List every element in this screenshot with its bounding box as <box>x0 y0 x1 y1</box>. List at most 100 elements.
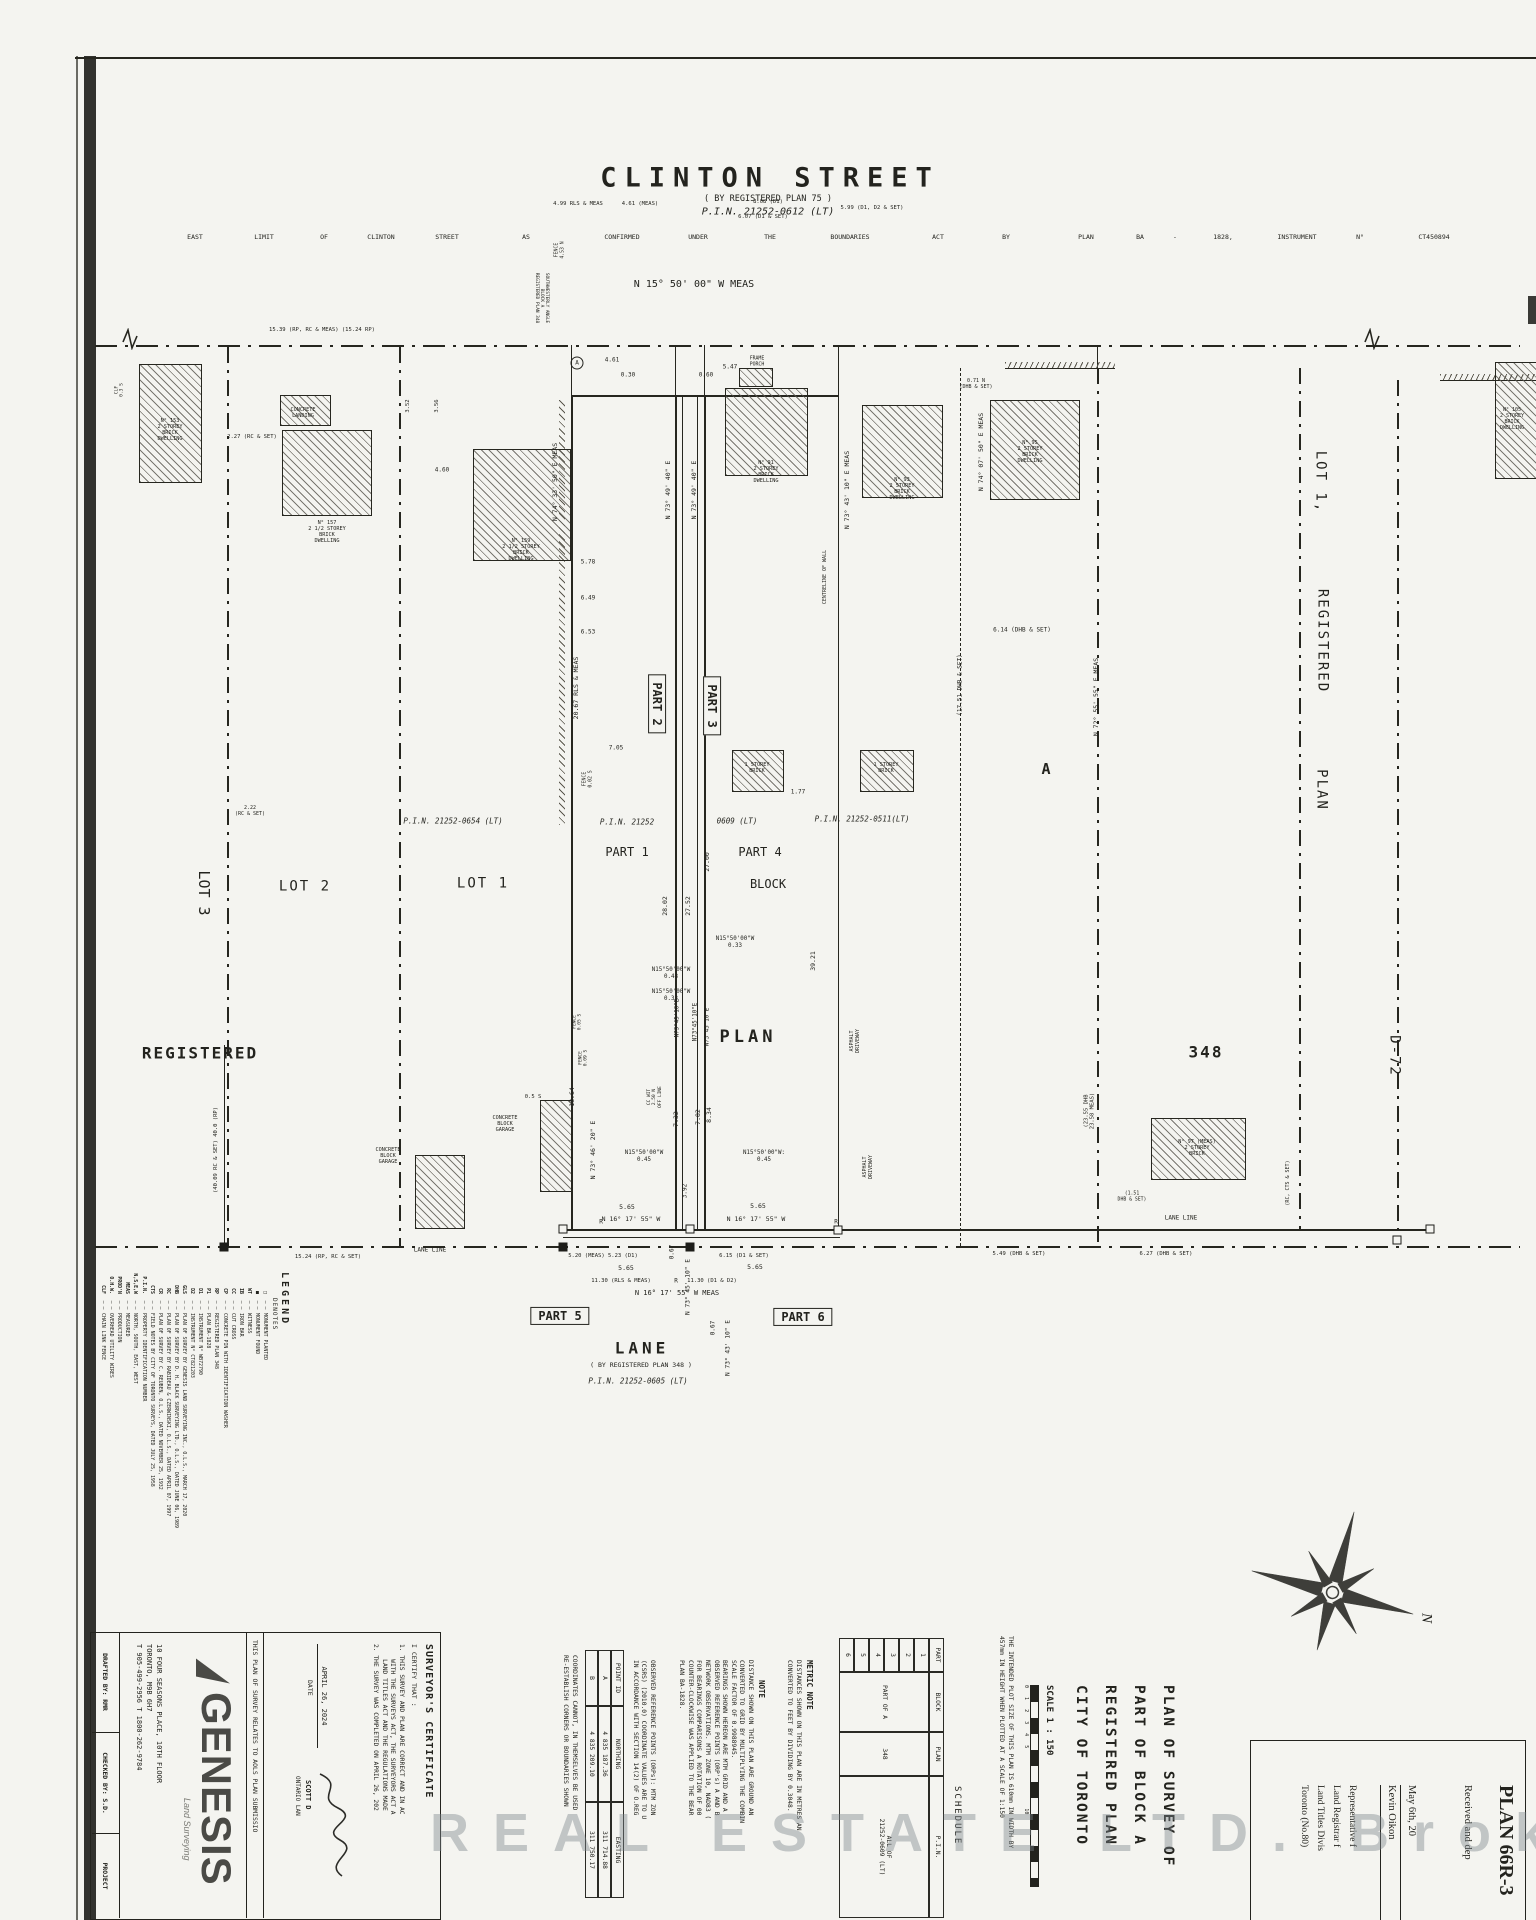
legend-item: CC— —CUT CROSS <box>229 1268 237 1616</box>
map-label: 5.65 <box>619 1203 635 1212</box>
legend-item: P1— —PLAN BA-1828 <box>204 1268 212 1616</box>
legend-dash: — — <box>164 1300 171 1310</box>
building <box>540 1100 572 1192</box>
map-line <box>682 395 683 1229</box>
legend-description: CHAIN LINK FENCE <box>100 1313 107 1361</box>
map-label: P.I.N. 21252-0511(LT) <box>814 814 910 824</box>
map-line <box>571 395 573 1229</box>
boundary-hatch <box>1005 362 1115 368</box>
map-label: LANE LINE <box>413 1246 447 1254</box>
map-label: A <box>570 356 584 370</box>
map-label: 28.02 <box>661 896 670 916</box>
map-label: N15°50'00"W 0.45 <box>624 1150 664 1163</box>
legend-item: □— —MONUMENT PLANTED <box>261 1268 269 1616</box>
map-label: N° 157 2 1/2 STOREY BRICK DWELLING <box>308 519 346 545</box>
legend-description: PLAN OF SURVEY BY D. H. BLACK SURVEYING … <box>172 1313 179 1528</box>
map-label: N° 97 (MEAS) 2 STOREY BRICK <box>1178 1138 1216 1158</box>
map-label: 6.27 (DHB & SET) <box>1139 1250 1193 1257</box>
map-label: (1.51 DHB & SET) <box>1117 1191 1147 1202</box>
map-label: 1.77 <box>790 788 806 796</box>
map-label: 5.65 <box>618 1264 634 1273</box>
legend-symbol: DHB <box>172 1285 179 1294</box>
map-line <box>563 1237 840 1238</box>
schedule-plan-cell: 348 <box>839 1732 929 1776</box>
map-label: 0.60 <box>698 371 714 379</box>
map-label: 4.61 <box>604 356 620 364</box>
legend-symbol: PROD'N <box>116 1276 123 1294</box>
limit-row-word: CT450894 <box>1418 233 1450 241</box>
legend-item: IB— —IRON BAR <box>237 1268 245 1616</box>
map-label: N 16° 17' 55" W MEAS <box>634 1288 720 1297</box>
building <box>860 750 914 792</box>
legend-symbol: RC <box>164 1288 171 1294</box>
legend-dash: — — <box>148 1300 155 1310</box>
map-line <box>95 1246 1520 1248</box>
building <box>1151 1118 1246 1180</box>
limit-row-word: CLINTON <box>367 233 395 241</box>
map-label: 1 STOREY BRICK <box>873 761 899 774</box>
map-label: ASPHALT DRIVEWAY <box>849 1028 861 1054</box>
map-label: 3.92 <box>681 1183 689 1199</box>
legend-dash: — — <box>221 1300 228 1310</box>
building <box>862 405 943 498</box>
limit-row-word: N° <box>1356 233 1364 241</box>
limit-row-word: 1828, <box>1213 233 1233 241</box>
map-label: N 73° 46' 20" E <box>589 1120 598 1180</box>
limit-row-word: BOUNDARIES <box>830 233 870 241</box>
map-label: PART 3 <box>702 676 722 736</box>
legend-description: PLAN OF SURVEY BY GENESIS LAND SURVEYING… <box>181 1313 188 1517</box>
schedule-part-cell: 6 <box>839 1638 854 1672</box>
map-label: N° 105 2 STOREY BRICK DWELLING <box>1499 407 1525 431</box>
certificate-signer: SCOTT D <box>304 1780 312 1810</box>
map-label: N 73° 45' 10" E <box>684 1259 692 1315</box>
map-label: (40.09 RC & SET) 40.0 (RP) <box>212 1106 219 1194</box>
map-label: 348 <box>1188 1042 1224 1062</box>
schedule-block-cell: PART OF A <box>839 1672 929 1732</box>
map-label: FENCE 0.09 S <box>578 1049 589 1067</box>
certificate-items: 1. THIS SURVEY AND PLAN ARE CORRECT AND … <box>372 1644 405 1815</box>
orp-header-cell: POINT ID <box>611 1650 624 1706</box>
map-label: N15°50'00"W 0.33 <box>651 989 691 1002</box>
certificate-title: SURVEYOR'S CERTIFICATE <box>423 1644 434 1799</box>
map-label: 39.21 <box>809 951 818 971</box>
map-label: N73°45'10"E <box>704 1007 711 1047</box>
map-label: 6.15 (D1 & SET) <box>719 1252 769 1259</box>
building <box>990 400 1080 500</box>
map-label: PART 2 <box>647 674 667 734</box>
map-label: 0.5 S <box>524 1093 542 1100</box>
map-label: 5.99 (D1, D2 & SET) <box>840 204 904 211</box>
street-bearing-label: N 15° 50' 00" W MEAS <box>633 279 755 291</box>
legend-description: PRODUCTION <box>116 1313 123 1343</box>
map-label: 6.49 <box>580 594 596 602</box>
map-label: P.I.N. 21252-0605 (LT) <box>588 1376 688 1386</box>
legend-item: WT— —WITNESS <box>245 1268 253 1616</box>
legend-description: MEASURED <box>124 1313 131 1337</box>
building <box>739 368 773 387</box>
legend-item: MEAS— —MEASURED <box>123 1268 131 1616</box>
map-label: N 74° 33' 50" E MEAS <box>551 442 560 522</box>
map-label: BLOCK <box>749 876 787 891</box>
orp-cell: 4 835 187.36 <box>598 1706 611 1802</box>
legend-description: CUT CROSS <box>229 1313 236 1340</box>
map-line <box>675 345 676 395</box>
map-label: 2.22 (RC & SET) <box>234 805 266 817</box>
legend-symbol: P.I.N. <box>140 1276 147 1294</box>
legend-description: CONCRETE PIN WITH IDENTIFICATION WASHER <box>221 1313 228 1428</box>
legend-item: D1— —INSTRUMENT N° WB72790 <box>196 1268 204 1616</box>
map-label: PART 5 <box>530 1306 590 1326</box>
legend-symbol: RP <box>213 1288 220 1294</box>
boundary-hatch <box>1440 374 1536 380</box>
schedule-header-cell: BLOCK <box>929 1672 944 1732</box>
map-label: LOT 1, <box>1312 450 1329 514</box>
street-subtitle: ( BY REGISTERED PLAN 75 ) <box>704 194 832 204</box>
map-label: PART 6 <box>773 1307 833 1327</box>
map-label: 0.71 N (DHB & SET) <box>959 378 993 390</box>
legend-item: N,S,E,W— —NORTH, SOUTH, EAST, WEST <box>131 1268 139 1616</box>
survey-monument <box>1392 1235 1402 1245</box>
map-label: 4.60 <box>434 466 450 474</box>
legend-description: FIELD NOTES BY CITY OF TORONTO SURVEYS, … <box>148 1313 155 1487</box>
legend-dash: — — <box>132 1300 139 1310</box>
legend-symbol: ■ <box>253 1291 260 1294</box>
legend-description: NORTH, SOUTH, EAST, WEST <box>132 1313 139 1384</box>
map-line <box>227 347 229 1246</box>
